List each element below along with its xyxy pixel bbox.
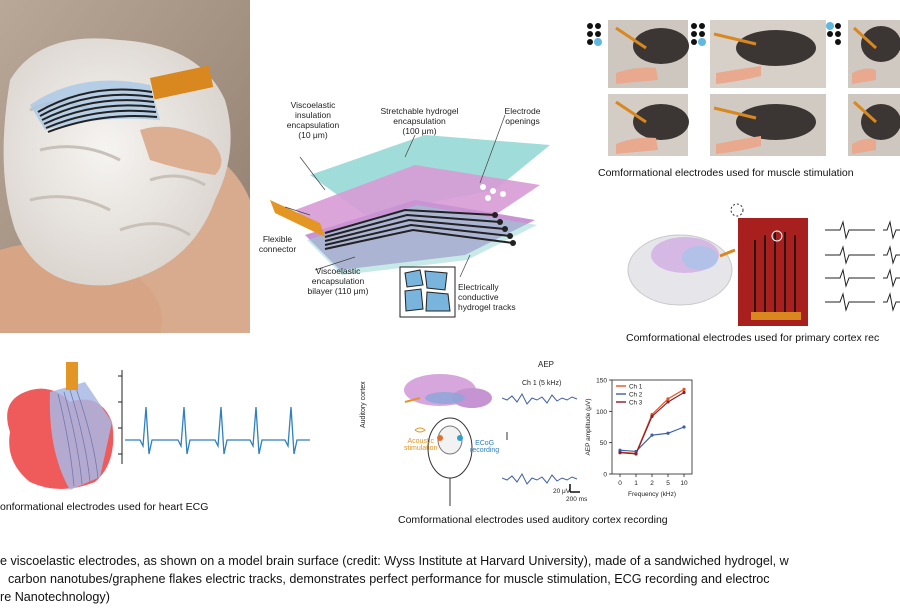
data-point	[682, 425, 686, 429]
auditory-schematic	[390, 368, 510, 508]
muscle-stimulation-panel	[586, 18, 900, 168]
brain-model-photo	[0, 0, 250, 333]
aep-traces	[501, 388, 582, 500]
cortex-recording-panel	[625, 200, 900, 328]
label-electrode-openings: Electrode openings	[504, 106, 541, 126]
legend-label: Ch 1	[629, 383, 643, 390]
caption-cortex-recording: Comformational electrodes used for prima…	[626, 332, 880, 344]
caption-line-2: carbon nanotubes/graphene flakes electri…	[8, 572, 770, 586]
label-flexible-connector: Flexible connector	[258, 234, 297, 254]
y-axis-label: AEP amplitude (μV)	[585, 398, 592, 455]
y-tick-label: 100	[596, 409, 607, 416]
data-point	[618, 448, 622, 452]
label-visco-bilayer: Viscoelastic encapsulation bilayer (110 …	[307, 266, 369, 296]
data-point	[666, 400, 670, 404]
y-tick-label: 50	[600, 440, 608, 447]
caption-line-1: e viscoelastic electrodes, as shown on a…	[0, 554, 789, 568]
heart-ecg-panel	[0, 362, 320, 497]
label-visco-insulation: Viscoelastic insulation encapsulation (1…	[286, 100, 340, 140]
data-point	[682, 387, 686, 391]
data-point	[618, 451, 622, 455]
label-conductive-tracks: Electrically conductive hydrogel tracks	[458, 282, 516, 312]
x-tick-label: 2	[650, 480, 654, 487]
aep-scale-time: 200 ms	[566, 496, 588, 503]
series-line-2	[619, 426, 685, 453]
label-hydrogel-encapsulation: Stretchable hydrogel encapsulation (100 …	[380, 106, 459, 136]
x-tick-label: 0	[618, 480, 622, 487]
aep-scale-voltage: 20 μV	[553, 488, 571, 495]
data-point	[666, 397, 670, 401]
data-point	[666, 431, 670, 435]
y-tick-label: 150	[596, 378, 607, 385]
caption-line-3: re Nanotechnology)	[0, 590, 110, 604]
legend-label: Ch 2	[629, 391, 643, 398]
legend-label: Ch 3	[629, 399, 643, 406]
caption-muscle-stimulation: Comformational electrodes used for muscl…	[598, 167, 854, 179]
x-axis-label: Frequency (kHz)	[628, 491, 676, 498]
x-tick-label: 5	[666, 480, 670, 487]
data-point	[650, 414, 654, 418]
data-point	[650, 433, 654, 437]
caption-auditory: Comformational electrodes used auditory …	[398, 514, 668, 526]
data-point	[682, 390, 686, 395]
data-point	[634, 452, 638, 456]
x-tick-label: 1	[634, 480, 638, 487]
caption-heart-ecg: onformational electrodes used for heart …	[0, 501, 209, 513]
article-caption: e viscoelastic electrodes, as shown on a…	[0, 552, 900, 606]
aep-title: AEP	[538, 360, 555, 369]
electrode-exploded-diagram	[255, 95, 555, 325]
aep-side-label: Auditory cortex	[360, 381, 367, 428]
aep-trace-label: Ch 1 (5 kHz)	[522, 380, 562, 387]
y-tick-label: 0	[603, 472, 607, 479]
x-tick-label: 10	[680, 480, 688, 487]
